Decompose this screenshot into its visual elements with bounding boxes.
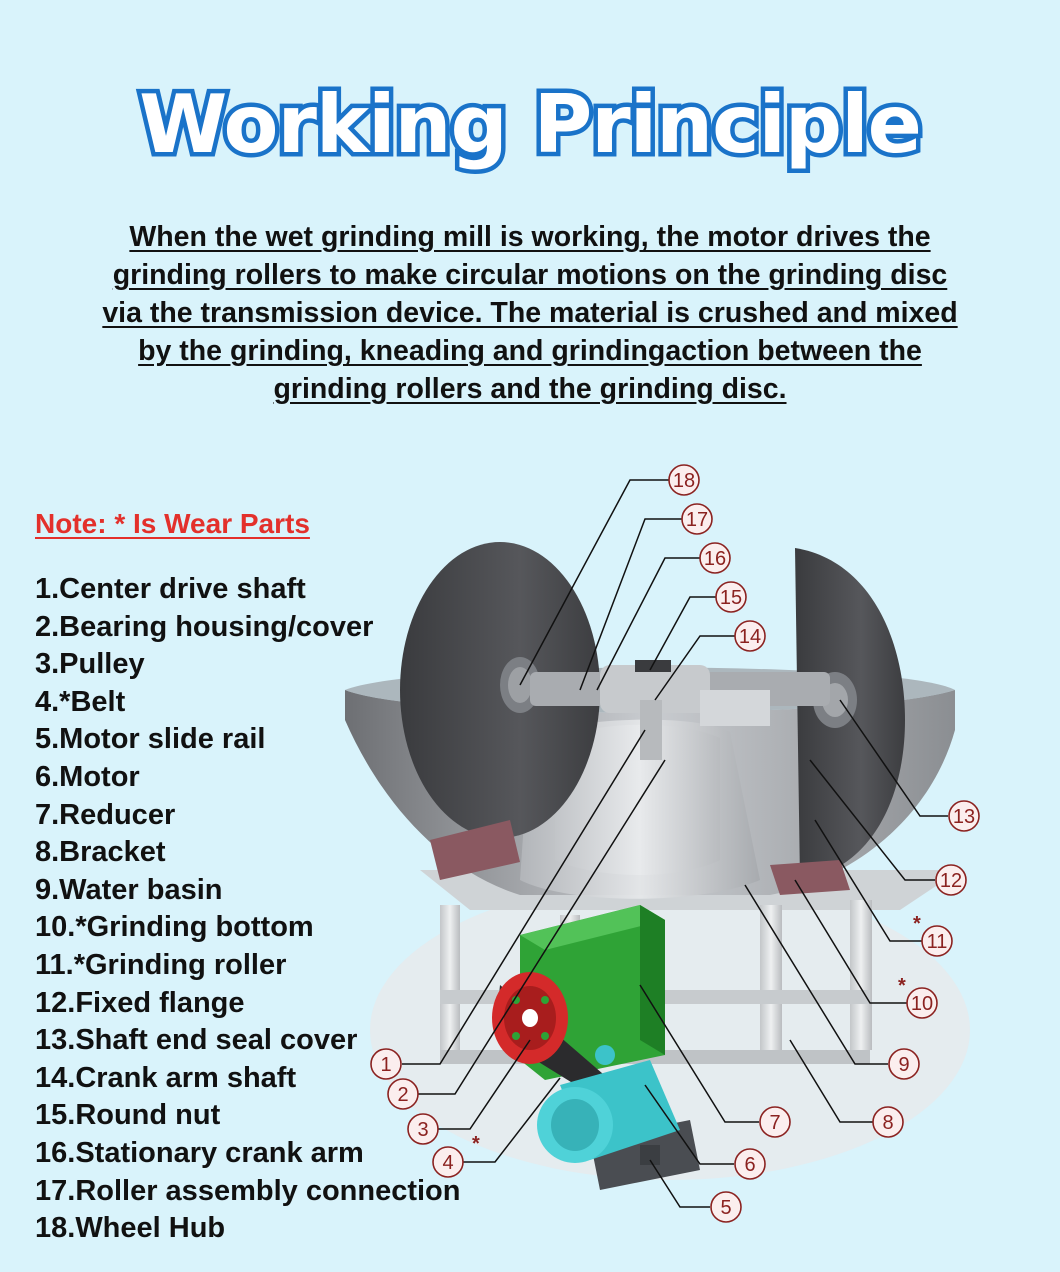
grinding-bottom [430, 820, 520, 880]
callout-number-6: 6 [744, 1154, 755, 1176]
part-item: 13.Shaft end seal cover [35, 1024, 358, 1057]
part-item: 14.Crank arm shaft [35, 1061, 297, 1094]
parts-list: 1.Center drive shaft 2.Bearing housing/c… [35, 571, 460, 1248]
callout-number-15: 15 [720, 587, 742, 609]
wear-part-marker: * [472, 1133, 480, 1155]
part-item: 16.Stationary crank arm [35, 1136, 364, 1169]
callout-number-12: 12 [940, 870, 962, 892]
callout-number-5: 5 [720, 1197, 731, 1219]
part-item: 9.Water basin [35, 873, 223, 906]
callout-circle-8 [872, 1106, 904, 1138]
callout-number-17: 17 [686, 509, 708, 531]
part-item: 10.*Grinding bottom [35, 911, 314, 944]
wear-part-marker: * [913, 913, 921, 935]
part-item: 6.Motor [35, 760, 140, 793]
callout-number-2: 2 [397, 1084, 408, 1106]
callout-circle-5 [710, 1191, 742, 1223]
callout-circle-1 [370, 1048, 402, 1080]
callout-circle-12 [935, 864, 967, 896]
part-item: 5.Motor slide rail [35, 723, 266, 756]
part-item: 17.Roller assembly connection [35, 1174, 461, 1207]
callout-leaders [402, 479, 948, 1208]
callout-number-18: 18 [673, 470, 695, 492]
part-item: 15.Round nut [35, 1099, 221, 1132]
callout-circle-17 [681, 503, 713, 535]
part-item: 18.Wheel Hub [35, 1212, 226, 1245]
callout-circle-15 [715, 581, 747, 613]
center-cone [520, 719, 760, 899]
callout-number-11: 11 [927, 931, 948, 953]
callout-number-14: 14 [739, 626, 761, 648]
part-item: 12.Fixed flange [35, 986, 245, 1019]
motor [537, 1045, 700, 1190]
callout-circle-7 [759, 1106, 791, 1138]
part-item: 8.Bracket [35, 836, 166, 869]
callout-circle-16 [699, 542, 731, 574]
crank-arm-assembly [530, 660, 830, 760]
part-item: 7.Reducer [35, 798, 176, 831]
part-item: 3.Pulley [35, 648, 145, 681]
working-principle-description: When the wet grinding mill is working, t… [102, 221, 958, 405]
part-item: 11.*Grinding roller [35, 948, 287, 981]
callout-circle-2 [387, 1078, 419, 1110]
part-item: 2.Bearing housing/cover [35, 610, 374, 643]
callout-circle-4 [432, 1146, 464, 1178]
callout-circle-3 [407, 1113, 439, 1145]
callout-number-1: 1 [380, 1054, 391, 1076]
callout-circle-13 [948, 800, 980, 832]
pulley [492, 972, 610, 1100]
callout-number-16: 16 [704, 548, 726, 570]
callout-circle-10 [906, 987, 938, 1019]
callout-circle-14 [734, 620, 766, 652]
grinding-roller-left [400, 542, 600, 838]
callout-number-13: 13 [953, 806, 975, 828]
wear-part-marker: * [898, 975, 906, 997]
grinding-bottom [770, 860, 850, 895]
callout-number-8: 8 [882, 1112, 893, 1134]
part-item: 1.Center drive shaft [35, 573, 306, 605]
callout-circle-9 [888, 1048, 920, 1080]
callout-number-9: 9 [898, 1054, 909, 1076]
page-title: Working Principle [135, 74, 927, 176]
callout-circle-6 [734, 1148, 766, 1180]
callout-number-10: 10 [911, 993, 933, 1015]
callout-circle-18 [668, 464, 700, 496]
wear-parts-note: Note: * Is Wear Parts [35, 508, 310, 539]
part-item: 4.*Belt [35, 685, 126, 718]
callout-number-7: 7 [769, 1112, 780, 1134]
callout-circle-11 [921, 925, 953, 957]
callout-number-4: 4 [442, 1152, 453, 1174]
callout-number-3: 3 [417, 1119, 428, 1141]
